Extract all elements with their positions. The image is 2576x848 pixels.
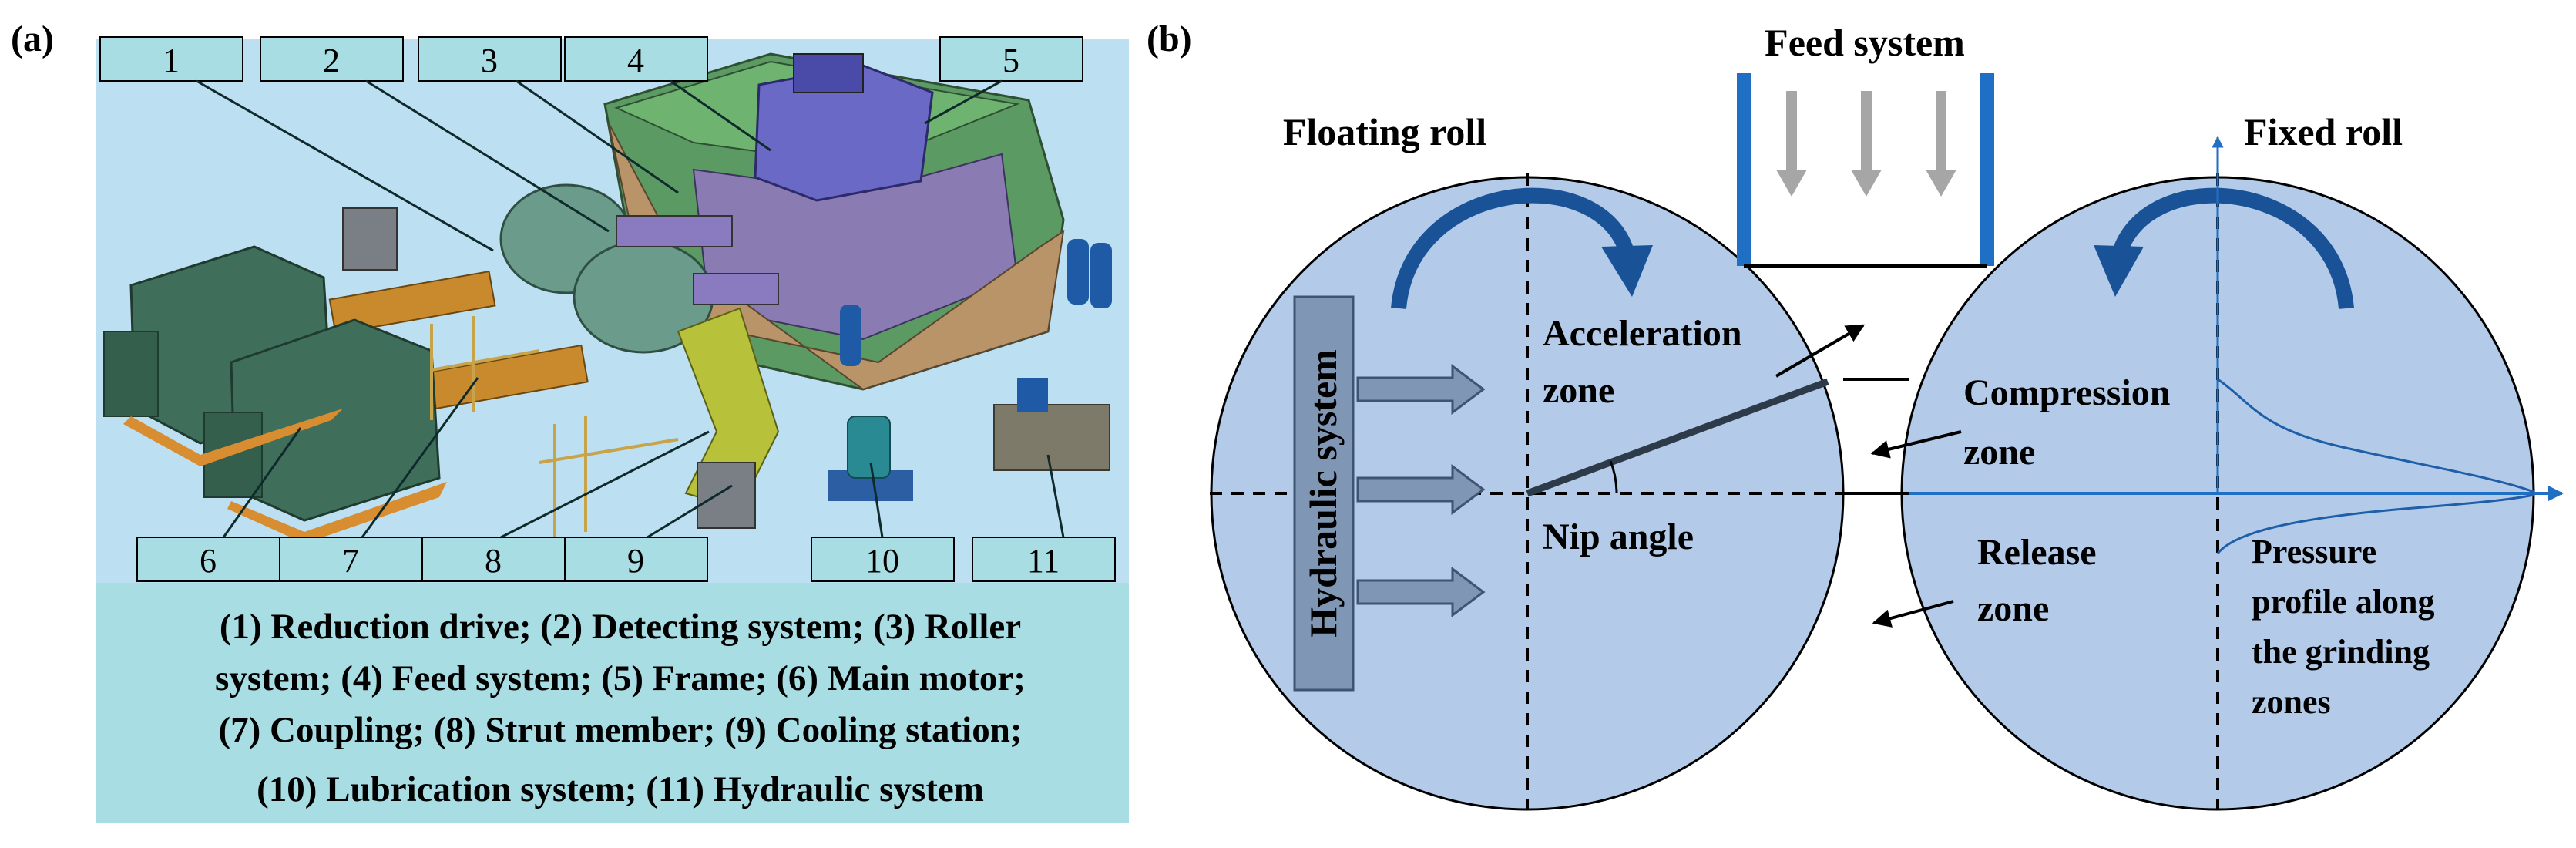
legend-line-2: system; (4) Feed system; (5) Frame; (6) … (215, 658, 1026, 698)
floating-roll-rotation-arrowhead (1601, 245, 1653, 297)
callout-box-3 (418, 36, 562, 82)
callout-label-11: 11 (1027, 542, 1060, 580)
legend-line-3: (7) Coupling; (8) Strut member; (9) Cool… (218, 710, 1022, 750)
release-zone-label-1: Release (1977, 532, 2097, 573)
feed-wall-right (1980, 73, 1994, 266)
shaft-1 (616, 215, 733, 247)
feed-arrow-icon (1851, 91, 1882, 197)
lubrication-tank (847, 416, 891, 479)
floating-roll-label: Floating roll (1283, 110, 1486, 153)
dashed-axes (1210, 173, 2219, 809)
leader-lines-bottom (222, 377, 1065, 539)
callout-label-5: 5 (1003, 42, 1019, 79)
hydraulic-system-label: Hydraulic system (1301, 349, 1345, 638)
pressure-profile-text: Pressure profile along the grinding zone… (2252, 533, 2435, 721)
panel-a-label: (a) (11, 19, 54, 59)
pressure-profile-line-2: profile along (2252, 583, 2435, 621)
callout-box-9 (564, 537, 708, 582)
shaft-2 (693, 273, 779, 305)
panel-a: (a) (11, 19, 1129, 823)
accumulator-right-1 (1067, 239, 1089, 305)
cooling-station-top (342, 207, 398, 271)
callout-label-10: 10 (865, 542, 899, 580)
callout-box-6 (136, 537, 280, 582)
hydraulic-system-bar (1293, 295, 1355, 692)
floating-roll-rotation-arrow (1391, 187, 1635, 309)
pressure-profile-curve-lower (2216, 493, 2534, 554)
callout-box-7 (279, 537, 423, 582)
acceleration-zone-label-2: zone (1543, 370, 1614, 411)
callout-label-3: 3 (481, 42, 498, 79)
feed-arrow-icon (1926, 91, 1956, 197)
hydraulic-arrow-icon (1356, 464, 1486, 515)
callout-label-2: 2 (323, 42, 340, 79)
legend-text: (1) Reduction drive; (2) Detecting syste… (215, 607, 1026, 809)
callouts-bottom: 6 7 8 9 10 11 (136, 537, 1116, 582)
callout-box-11 (972, 537, 1116, 582)
panel-b-label: (b) (1147, 19, 1192, 59)
motor-base-2 (227, 482, 447, 543)
hydraulic-pump (1017, 378, 1048, 412)
callout-box-5 (939, 36, 1083, 82)
support-structure (430, 316, 679, 540)
callout-label-1: 1 (163, 42, 180, 79)
feed-wall-left (1737, 73, 1751, 266)
feed-arrow-icon (1776, 91, 1807, 197)
release-zone-pointer (1872, 600, 1954, 628)
nip-angle-label: Nip angle (1543, 517, 1694, 557)
motor-base-1 (123, 409, 343, 466)
nip-angle-line (1526, 378, 1829, 497)
compression-zone-pointer (1870, 430, 1962, 459)
machine-illustration (103, 52, 1112, 543)
callout-box-4 (564, 36, 708, 82)
callout-label-6: 6 (200, 542, 217, 580)
compression-zone-label-2: zone (1963, 432, 2035, 473)
accumulator-left (840, 305, 861, 366)
release-zone-label-2: zone (1977, 588, 2049, 629)
pressure-profile-curve-upper (2217, 378, 2534, 493)
pressure-profile-line-4: zones (2252, 683, 2331, 721)
fixed-roll-label: Fixed roll (2244, 110, 2403, 153)
cooling-station-bottom (697, 462, 756, 529)
legend-line-4: (10) Lubrication system; (11) Hydraulic … (257, 769, 984, 809)
callout-box-8 (421, 537, 566, 582)
feed-arrows (1776, 91, 1956, 197)
legend-line-1: (1) Reduction drive; (2) Detecting syste… (220, 607, 1021, 647)
feed-system-label: Feed system (1765, 21, 1965, 64)
hydraulic-arrows (1356, 364, 1486, 617)
legend-box (96, 583, 1129, 823)
coupling-1 (328, 270, 496, 335)
callout-label-4: 4 (627, 42, 644, 79)
callout-label-9: 9 (627, 542, 644, 580)
callout-label-7: 7 (342, 542, 359, 580)
leader-lines-top (196, 79, 1003, 252)
callout-box-10 (811, 537, 955, 582)
callout-label-8: 8 (485, 542, 502, 580)
compression-zone-label-1: Compression (1963, 372, 2170, 413)
accumulator-right-2 (1090, 243, 1112, 308)
callout-box-2 (260, 36, 404, 82)
hydraulic-arrow-icon (1356, 567, 1486, 617)
fixed-roll-rotation-arrowhead (2094, 245, 2144, 297)
acceleration-zone-label-1: Acceleration (1543, 313, 1742, 354)
acceleration-zone-pointer (1775, 324, 1866, 378)
pressure-profile-line-1: Pressure (2252, 533, 2376, 570)
hydraulic-arrow-icon (1356, 364, 1486, 415)
hydraulic-station (993, 404, 1110, 471)
nip-angle-arc (1609, 460, 1618, 494)
feed-system-hopper (793, 53, 864, 93)
callouts-top: 1 2 3 4 5 (99, 36, 1083, 82)
panel-b: (b) Feed system Floating roll Fixed roll (1147, 19, 2564, 811)
pressure-profile-line-3: the grinding (2252, 633, 2430, 671)
fixed-roll-rotation-arrow (2111, 187, 2354, 309)
callout-box-1 (99, 36, 243, 82)
main-motor-1-end (103, 331, 159, 417)
